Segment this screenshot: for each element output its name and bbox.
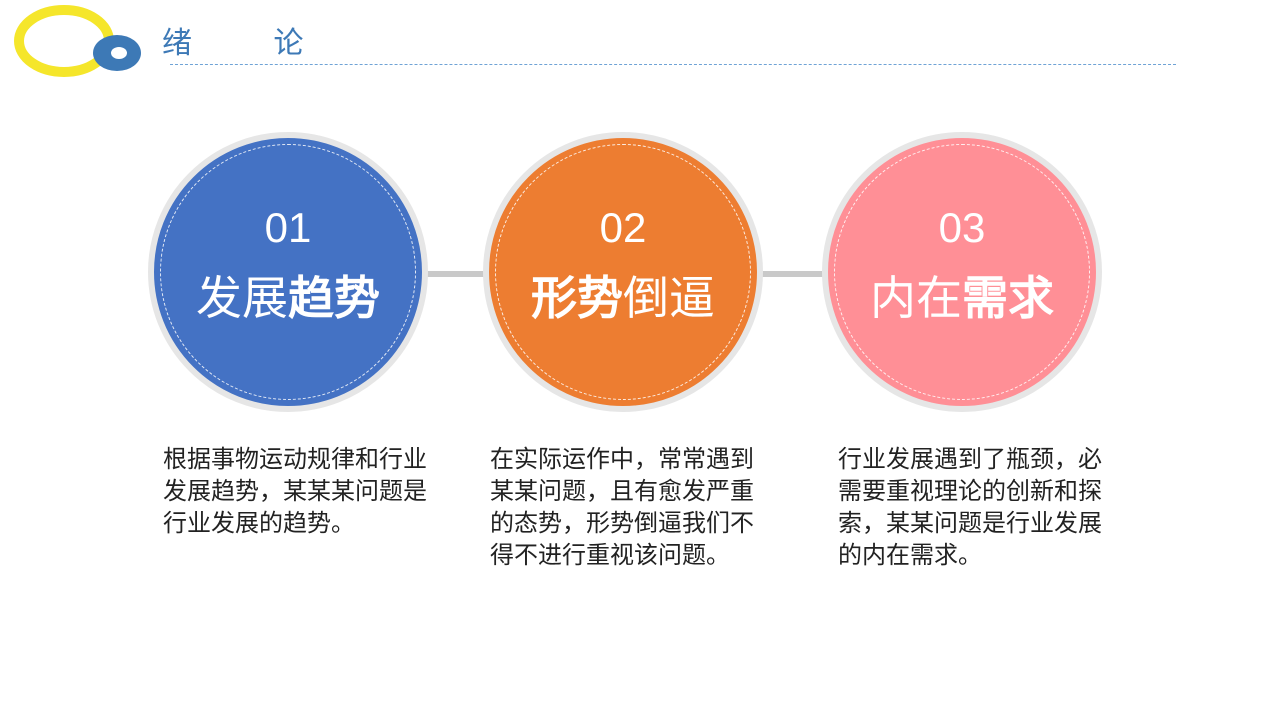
page-title: 绪 论: [162, 26, 340, 61]
step-description-2: 在实际运作中，常常遇到某某问题，且有愈发严重的态势，形势倒逼我们不得不进行重视该…: [490, 445, 754, 569]
step-title-bold: 形势: [531, 271, 623, 325]
step-description-1: 根据事物运动规律和行业发展趋势，某某某问题是行业发展的趋势。: [163, 445, 427, 537]
step-title: 内在需求: [828, 262, 1096, 328]
step-title-plain: 发展: [196, 271, 288, 325]
connector-1-2: [410, 271, 504, 277]
step-circle-2: 02 形势倒逼: [483, 132, 763, 412]
connector-2-3: [750, 271, 844, 277]
step-number: 03: [938, 204, 986, 251]
step-title-plain: 倒逼: [623, 271, 715, 325]
step-title-bold: 需求: [962, 271, 1054, 325]
step-title: 形势倒逼: [489, 262, 757, 328]
step-title-bold: 趋势: [288, 271, 380, 325]
step-title: 发展趋势: [154, 262, 422, 328]
header-divider: [170, 64, 1176, 65]
step-circle-3: 03 内在需求: [822, 132, 1102, 412]
step-circle-1: 01 发展趋势: [148, 132, 428, 412]
step-description-3: 行业发展遇到了瓶颈，必需要重视理论的创新和探索，某某问题是行业发展的内在需求。: [838, 445, 1102, 569]
step-number: 01: [264, 204, 312, 251]
step-number: 02: [599, 204, 647, 251]
logo-rings-icon: [14, 5, 141, 77]
step-title-plain: 内在: [870, 271, 962, 325]
